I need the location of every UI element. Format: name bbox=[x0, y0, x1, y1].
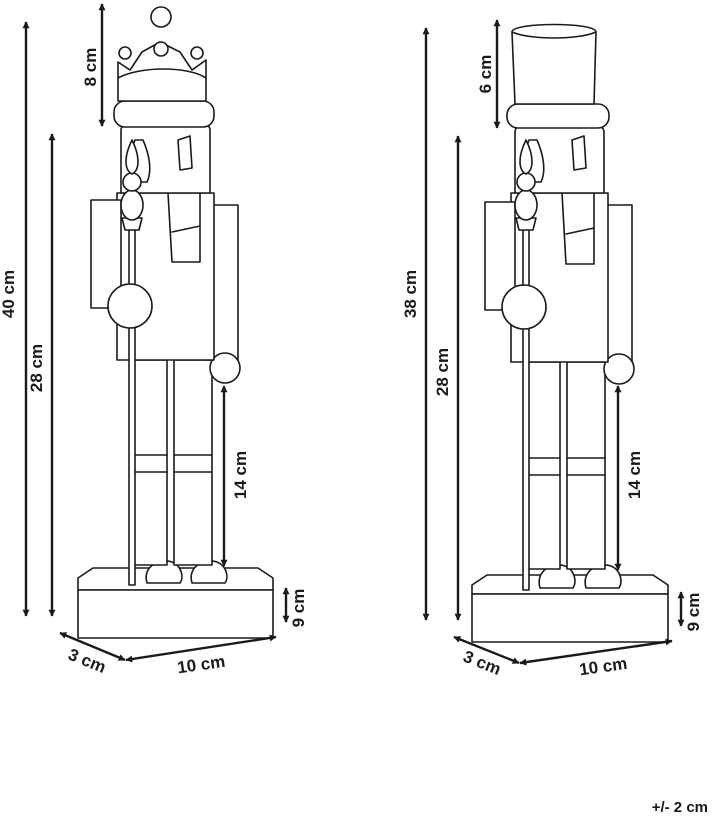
dim-base-width-1 bbox=[125, 634, 277, 663]
hat-brim bbox=[506, 103, 610, 129]
right-hand bbox=[209, 352, 241, 384]
label-hat-height-2: 6 cm bbox=[476, 55, 495, 94]
left-foot bbox=[538, 564, 576, 589]
left-leg bbox=[525, 361, 561, 570]
label-body-height-2: 28 cm bbox=[433, 348, 452, 396]
right-leg bbox=[173, 359, 213, 566]
dim-base-width-2 bbox=[519, 638, 673, 666]
nutcracker-figure-2 bbox=[471, 23, 669, 643]
label-total-height-2: 38 cm bbox=[401, 270, 420, 318]
right-foot bbox=[584, 564, 622, 589]
label-base-height-1: 9 cm bbox=[289, 589, 308, 628]
left-hand bbox=[501, 284, 547, 330]
label-leg-height-2: 14 cm bbox=[625, 451, 644, 499]
label-base-width-1: 10 cm bbox=[176, 652, 226, 678]
dim-base-depth-1 bbox=[59, 631, 126, 662]
right-foot bbox=[190, 560, 228, 584]
left-hand bbox=[107, 283, 153, 329]
label-total-height-1: 40 cm bbox=[0, 270, 18, 318]
label-leg-height-1: 14 cm bbox=[231, 451, 250, 499]
dimension-lines-2 bbox=[422, 19, 685, 666]
label-base-width-2: 10 cm bbox=[578, 654, 628, 680]
top-hat bbox=[511, 23, 597, 105]
dimension-lines-1 bbox=[22, 3, 290, 663]
label-base-height-2: 9 cm bbox=[684, 593, 703, 632]
nutcracker-figure-1 bbox=[77, 6, 274, 639]
scepter bbox=[514, 139, 538, 591]
left-leg bbox=[132, 359, 168, 566]
scepter bbox=[120, 139, 144, 586]
label-body-height-1: 28 cm bbox=[27, 344, 46, 392]
crown-hat bbox=[117, 6, 207, 102]
left-foot bbox=[145, 560, 183, 584]
tolerance-note: +/- 2 cm bbox=[651, 799, 708, 816]
ear bbox=[177, 135, 193, 171]
label-base-depth-2: 3 cm bbox=[461, 647, 504, 679]
label-hat-height-1: 8 cm bbox=[81, 48, 100, 87]
right-hand bbox=[603, 353, 635, 385]
right-leg bbox=[566, 361, 606, 570]
dim-base-depth-2 bbox=[453, 635, 520, 665]
hat-brim bbox=[113, 100, 215, 128]
ear bbox=[571, 135, 587, 171]
